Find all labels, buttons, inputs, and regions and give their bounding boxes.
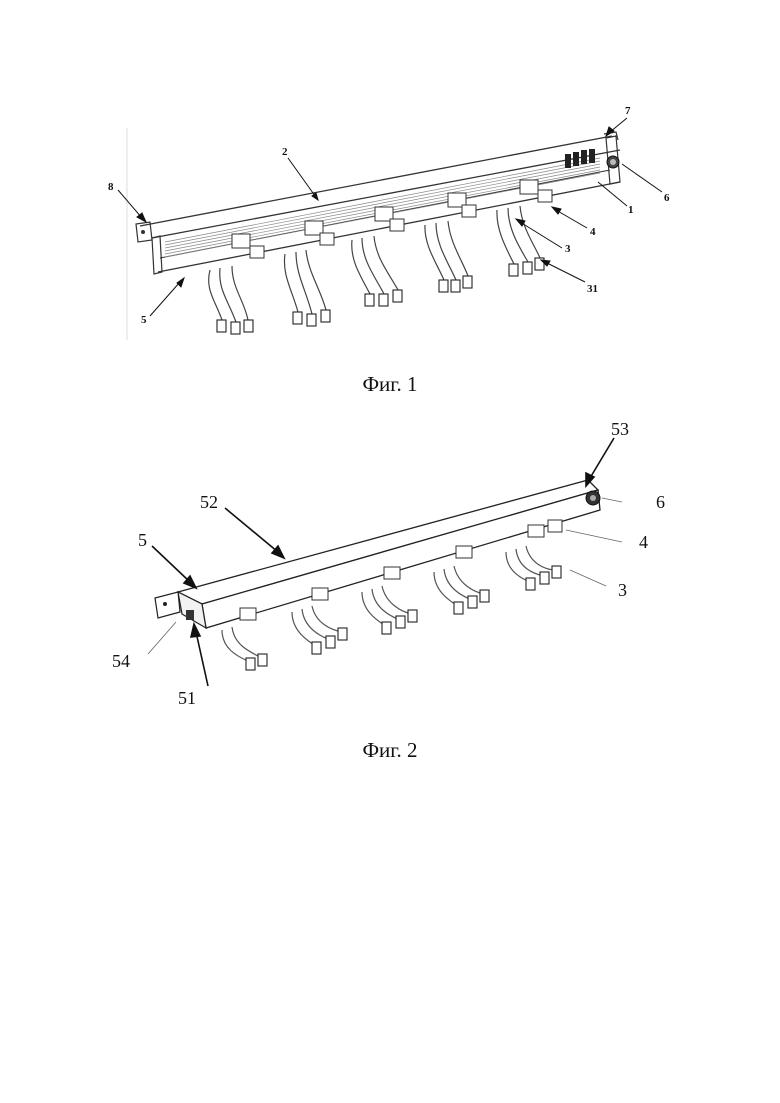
- fig1-connectors: [217, 258, 544, 334]
- fig2-label-3: 3: [618, 580, 627, 600]
- fig1-label-3: 3: [565, 243, 571, 255]
- fig2-label-54: 54: [112, 651, 130, 671]
- fig1-label-8: 8: [108, 181, 114, 193]
- fig2-label-6: 6: [656, 492, 665, 512]
- fig2-label-51: 51: [178, 688, 196, 708]
- fig2-label-53: 53: [611, 419, 629, 439]
- fig1-label-6: 6: [664, 192, 670, 204]
- fig2-pdu-body: [155, 480, 600, 628]
- fig1-label-5: 5: [141, 314, 147, 326]
- figure-2-caption: Фиг. 2: [0, 738, 780, 763]
- figure-1-caption: Фиг. 1: [0, 372, 780, 397]
- fig1-label-4: 4: [590, 226, 596, 238]
- fig1-label-31: 31: [587, 283, 598, 295]
- fig1-label-1: 1: [628, 204, 634, 216]
- fig1-label-2: 2: [282, 146, 288, 158]
- fig2-label-4: 4: [639, 532, 648, 552]
- fig2-label-5: 5: [138, 530, 147, 550]
- fig1-label-7: 7: [625, 105, 631, 117]
- fig2-label-52: 52: [200, 492, 218, 512]
